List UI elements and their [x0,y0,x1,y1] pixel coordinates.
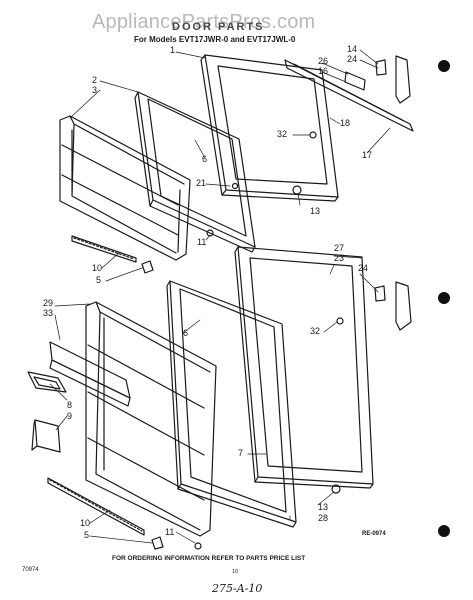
plug-bottom-32 [336,317,344,325]
fresh-food-door-liner [85,301,217,537]
callout-11-top: 11 [197,237,207,247]
door-shelf-large [49,341,131,407]
model-subtitle: For Models EVT17JWR-0 and EVT17JWL-0 [134,35,296,44]
catalog-code: 70974 [22,567,39,573]
freezer-door-outer-panel [134,91,256,253]
plug-top-21 [231,182,239,190]
callout-13-top: 13 [310,206,321,216]
screw-top-11 [206,229,214,237]
screw-top-13 [292,185,302,195]
handwritten-note: 275-A-10 [212,582,263,595]
callout-6-bottom: 6 [183,328,189,338]
callout-21: 21 [196,178,207,188]
callout-23: 23 [334,253,345,263]
callout-33: 33 [43,308,54,318]
callout-28: 28 [318,513,329,523]
watermark: AppliancePartsPros.com [92,11,316,33]
callout-1: 1 [170,45,176,55]
diagram-title: DOOR PARTS [172,21,265,33]
callout-26: 26 [318,56,329,66]
callout-17: 17 [362,150,373,160]
binder-hole-middle [438,292,450,304]
dairy-bin [27,371,67,393]
callout-16: 16 [318,66,329,76]
top-handle-cap [344,55,411,104]
drawing-reference-code: RE-0974 [362,531,386,537]
callout-10-bottom: 10 [80,518,91,528]
callout-7: 7 [238,448,244,458]
callout-27: 27 [334,243,345,253]
callout-5-bottom: 5 [84,530,90,540]
screw-bottom-13 [331,484,341,494]
callout-8: 8 [67,400,73,410]
callout-24-bottom: 24 [358,263,369,273]
callout-32-top: 32 [277,129,288,139]
binder-hole-top [438,60,450,72]
callout-24-top: 24 [347,54,358,64]
freezer-hinge-bracket [141,260,154,274]
top-handle-rail [284,59,414,132]
ordering-note: FOR ORDERING INFORMATION REFER TO PARTS … [112,555,306,562]
fresh-food-hinge-bracket [151,536,164,550]
callout-2: 2 [92,75,98,85]
screw-bottom-11 [194,542,202,550]
fresh-food-door-gasket [234,246,374,489]
callout-10-top: 10 [92,263,103,273]
callout-3: 3 [92,85,98,95]
freezer-shelf-bar [71,235,137,263]
fresh-food-shelf-bar [47,477,145,536]
callout-9: 9 [67,411,73,421]
callout-14: 14 [347,44,358,54]
plug-top-32 [309,131,317,139]
callout-13-bottom: 13 [318,502,329,512]
callout-32-bottom: 32 [310,326,321,336]
callout-5-top: 5 [96,275,102,285]
binder-hole-bottom [438,525,450,537]
door-bin-small [31,419,61,453]
freezer-door-liner [59,115,191,261]
callout-18: 18 [340,118,351,128]
callout-6-top: 6 [202,154,208,164]
leader-lines [49,49,391,544]
callout-11-bottom: 11 [165,527,175,537]
page-number: 10 [232,569,239,575]
callout-29: 29 [43,298,54,308]
fresh-food-handle-cap [374,281,412,331]
